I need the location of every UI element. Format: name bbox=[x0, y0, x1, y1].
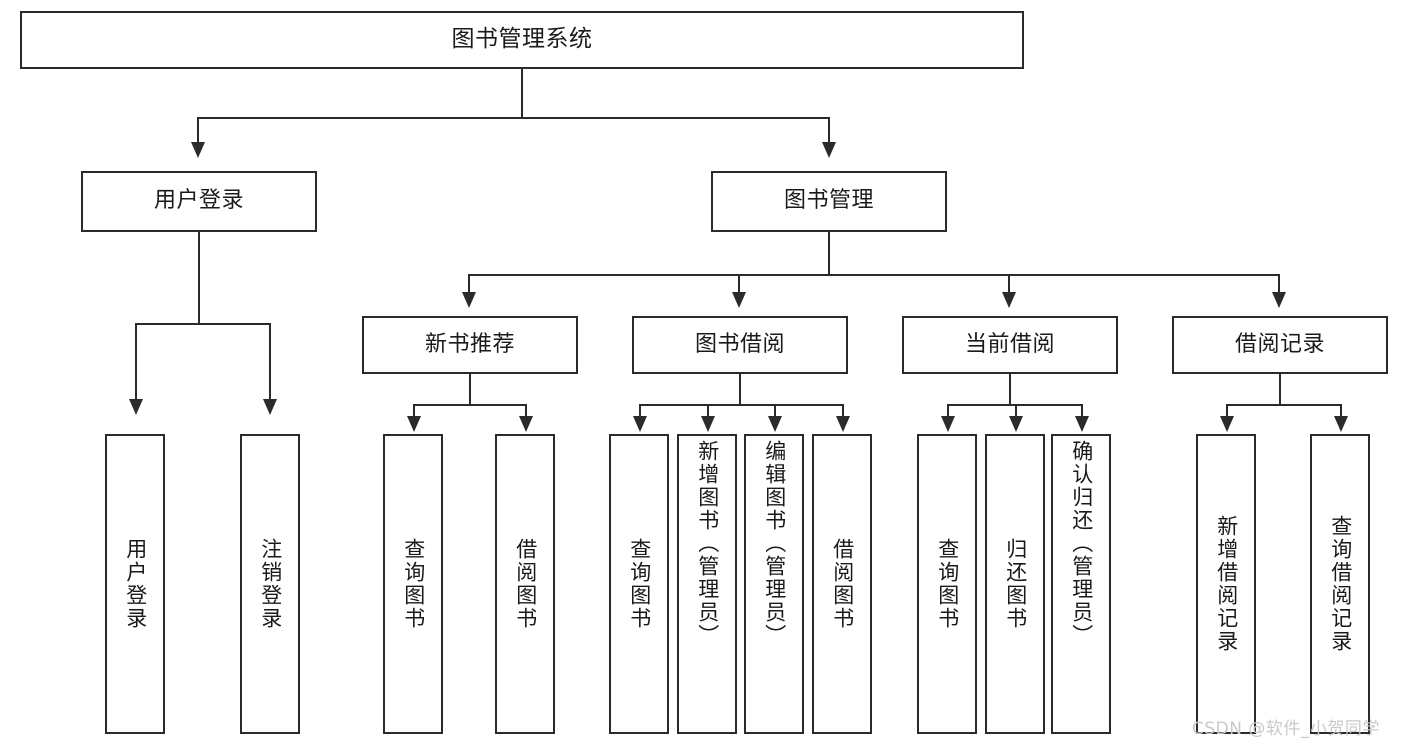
arrow-user-login-to-leaf-1 bbox=[129, 399, 143, 415]
node-label: 编辑图书（管理员） bbox=[762, 440, 787, 647]
connector-user-login-stem bbox=[198, 232, 200, 325]
arrow-nb-to-leaf-1 bbox=[407, 416, 421, 432]
arrow-cb-to-leaf-3 bbox=[1075, 416, 1089, 432]
arrow-bb-to-leaf-4 bbox=[836, 416, 850, 432]
arrow-cb-to-leaf-1 bbox=[941, 416, 955, 432]
arrow-bb-to-leaf-3 bbox=[768, 416, 782, 432]
node-book-management[interactable]: 图书管理 bbox=[711, 171, 947, 232]
connector-bb-to-leaf-1 bbox=[639, 404, 641, 418]
node-label: 当前借阅 bbox=[964, 331, 1055, 357]
connector-bm-to-book-borrow bbox=[738, 274, 740, 294]
node-label: 图书管理系统 bbox=[451, 26, 593, 53]
arrow-root-to-book-management bbox=[822, 142, 836, 158]
node-current-borrow[interactable]: 当前借阅 bbox=[902, 316, 1118, 374]
connector-root-bus bbox=[197, 117, 829, 119]
connector-cb-to-leaf-1 bbox=[947, 404, 949, 418]
connector-borrow-record-stem bbox=[1279, 374, 1281, 406]
node-label: 查询图书 bbox=[401, 538, 426, 630]
node-label: 新增图书（管理员） bbox=[695, 440, 720, 647]
node-label: 归还图书 bbox=[1003, 538, 1028, 630]
arrow-bm-to-new-book bbox=[462, 292, 476, 308]
arrow-nb-to-leaf-2 bbox=[519, 416, 533, 432]
node-label: 图书借阅 bbox=[694, 331, 785, 357]
node-label: 查询图书 bbox=[627, 538, 652, 630]
node-root-book-management-system[interactable]: 图书管理系统 bbox=[20, 11, 1024, 69]
connector-book-management-stem bbox=[828, 232, 830, 276]
connector-cb-to-leaf-3 bbox=[1081, 404, 1083, 418]
arrow-bm-to-book-borrow bbox=[732, 292, 746, 308]
arrow-cb-to-leaf-2 bbox=[1009, 416, 1023, 432]
connector-root-to-book-management bbox=[828, 117, 830, 144]
node-borrow-record[interactable]: 借阅记录 bbox=[1172, 316, 1388, 374]
connector-user-login-bus bbox=[135, 323, 270, 325]
node-label: 新书推荐 bbox=[424, 331, 515, 357]
connector-bb-to-leaf-4 bbox=[842, 404, 844, 418]
leaf-new-book-borrow-book[interactable]: 借阅图书 bbox=[495, 434, 555, 734]
connector-new-book-bus bbox=[413, 404, 527, 406]
leaf-user-login-logout[interactable]: 注销登录 bbox=[240, 434, 300, 734]
node-label: 注销登录 bbox=[258, 538, 283, 630]
node-label: 查询借阅记录 bbox=[1328, 515, 1353, 653]
arrow-bm-to-current-borrow bbox=[1002, 292, 1016, 308]
node-label: 用户登录 bbox=[153, 188, 244, 214]
connector-book-borrow-stem bbox=[739, 374, 741, 406]
node-label: 借阅记录 bbox=[1234, 331, 1325, 357]
node-book-borrow[interactable]: 图书借阅 bbox=[632, 316, 848, 374]
leaf-borrow-record-add-record[interactable]: 新增借阅记录 bbox=[1196, 434, 1256, 734]
leaf-borrow-record-query-record[interactable]: 查询借阅记录 bbox=[1310, 434, 1370, 734]
connector-root-stem bbox=[521, 69, 523, 118]
connector-bm-to-borrow-record bbox=[1278, 274, 1280, 294]
leaf-book-borrow-add-book-admin[interactable]: 新增图书（管理员） bbox=[677, 434, 737, 734]
leaf-book-borrow-query-book[interactable]: 查询图书 bbox=[609, 434, 669, 734]
node-label: 查询图书 bbox=[935, 538, 960, 630]
watermark-text: CSDN @软件_小贺同学 bbox=[1192, 719, 1380, 739]
node-label: 借阅图书 bbox=[513, 538, 538, 630]
leaf-current-borrow-confirm-return-admin[interactable]: 确认归还（管理员） bbox=[1051, 434, 1111, 734]
leaf-current-borrow-return-book[interactable]: 归还图书 bbox=[985, 434, 1045, 734]
connector-cb-to-leaf-2 bbox=[1015, 404, 1017, 418]
leaf-book-borrow-borrow-book[interactable]: 借阅图书 bbox=[812, 434, 872, 734]
connector-root-to-user-login bbox=[197, 117, 199, 144]
arrow-bm-to-borrow-record bbox=[1272, 292, 1286, 308]
node-label: 借阅图书 bbox=[830, 538, 855, 630]
arrow-br-to-leaf-2 bbox=[1334, 416, 1348, 432]
connector-bb-to-leaf-2 bbox=[707, 404, 709, 418]
arrow-bb-to-leaf-2 bbox=[701, 416, 715, 432]
connector-br-to-leaf-1 bbox=[1226, 404, 1228, 418]
arrow-user-login-to-leaf-2 bbox=[263, 399, 277, 415]
connector-new-book-stem bbox=[469, 374, 471, 406]
connector-current-borrow-stem bbox=[1009, 374, 1011, 406]
node-user-login[interactable]: 用户登录 bbox=[81, 171, 317, 232]
arrow-root-to-user-login bbox=[191, 142, 205, 158]
connector-nb-to-leaf-1 bbox=[413, 404, 415, 418]
connector-book-borrow-bus bbox=[639, 404, 843, 406]
connector-borrow-record-bus bbox=[1226, 404, 1342, 406]
connector-user-login-to-leaf-2 bbox=[269, 323, 271, 401]
connector-bm-to-current-borrow bbox=[1008, 274, 1010, 294]
connector-book-management-bus bbox=[468, 274, 1280, 276]
connector-user-login-to-leaf-1 bbox=[135, 323, 137, 401]
leaf-new-book-query-book[interactable]: 查询图书 bbox=[383, 434, 443, 734]
csdn-watermark: CSDN @软件_小贺同学 bbox=[1192, 714, 1380, 739]
node-label: 用户登录 bbox=[123, 538, 148, 630]
node-label: 确认归还（管理员） bbox=[1069, 440, 1094, 647]
connector-bb-to-leaf-3 bbox=[774, 404, 776, 418]
node-new-book-recommend[interactable]: 新书推荐 bbox=[362, 316, 578, 374]
connector-br-to-leaf-2 bbox=[1340, 404, 1342, 418]
connector-bm-to-new-book bbox=[468, 274, 470, 294]
arrow-br-to-leaf-1 bbox=[1220, 416, 1234, 432]
leaf-current-borrow-query-book[interactable]: 查询图书 bbox=[917, 434, 977, 734]
connector-nb-to-leaf-2 bbox=[525, 404, 527, 418]
arrow-bb-to-leaf-1 bbox=[633, 416, 647, 432]
leaf-book-borrow-edit-book-admin[interactable]: 编辑图书（管理员） bbox=[744, 434, 804, 734]
leaf-user-login-user-login[interactable]: 用户登录 bbox=[105, 434, 165, 734]
node-label: 新增借阅记录 bbox=[1214, 515, 1239, 653]
node-label: 图书管理 bbox=[783, 188, 874, 214]
